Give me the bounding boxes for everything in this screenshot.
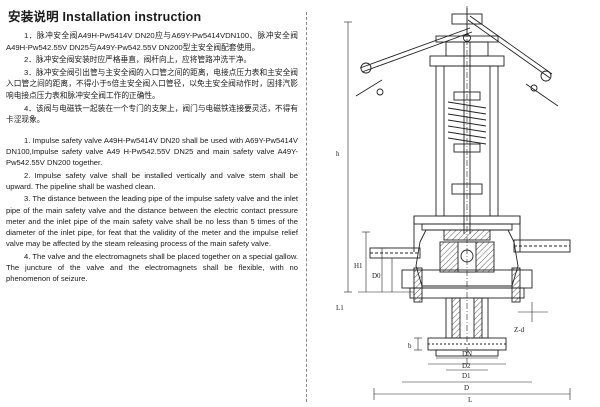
dimension-label-d2: D2 [462,362,471,370]
side-outlet-pipe [369,239,571,259]
dimension-label-dn: DN [462,350,472,358]
zh-paragraph-2: 2．脉冲安全阀安装时应严格垂直，阀杆向上，应将管路冲洗干净。 [24,55,252,65]
en-paragraph-1: 1. Impulse safety valve A49H-Pw5414V DN2… [6,135,298,168]
dimension-label-d0: D0 [372,272,381,280]
dimension-label-d: D [464,384,469,392]
page-title: 安装说明 Installation instruction [8,10,202,24]
dimension-label-b: b [408,342,412,350]
lever-arm-assembly [355,8,559,107]
instruction-text-column: 安装说明 Installation instruction 1．脉冲安全阀A49… [6,4,298,286]
zh-paragraph-1: 1．脉冲安全阀A49H-Pw5414V DN20应与A69Y-Pw5414VDN… [6,31,298,52]
dimension-label-z-d: Z-d [514,326,525,334]
zh-paragraph-3: 3．脉冲安全阀引出管与主安全阀的入口管之间的距离，电接点压力表和主安全阀入口管之… [6,67,298,100]
en-paragraph-2: 2. Impulse safety valve shall be install… [6,170,298,191]
section-spacer [6,127,298,135]
dimension-label-d1: D1 [462,372,471,380]
en-paragraph-3: 3. The distance between the leading pipe… [6,194,298,249]
dimension-label-h: h [336,150,340,158]
column-divider [306,12,307,402]
dimension-label-l1: L1 [336,304,344,312]
valve-technical-drawing: h H1 D0 L1 Z-d b DN D2 D1 D L [318,6,596,404]
valve-drawing-svg: h H1 D0 L1 Z-d b DN D2 D1 D L [336,6,571,404]
dimension-label-l: L [468,396,472,404]
zh-paragraph-4: 4．该阀与电磁铁一起装在一个专门的支架上，阀门与电磁铁连接要灵活，不得有卡涩现象… [6,103,298,125]
dimension-label-h1: H1 [354,262,363,270]
en-paragraph-4: 4. The valve and the electromagnets shal… [6,251,298,284]
dimension-lines [344,21,571,400]
